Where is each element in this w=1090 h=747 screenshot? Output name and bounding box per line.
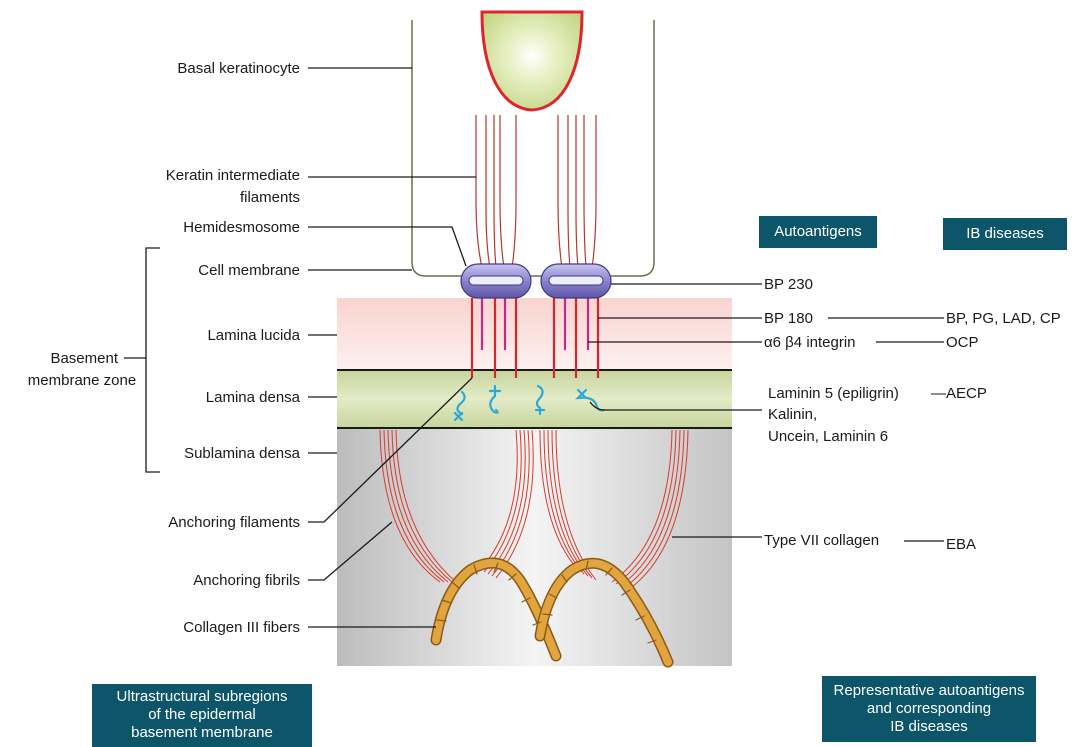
label-basement-line2: membrane zone — [28, 372, 136, 389]
caption-right-line3: IB diseases — [890, 718, 968, 736]
label-basement-line1: Basement — [50, 350, 118, 367]
autoantigens-header: Autoantigens — [759, 216, 877, 248]
label-cell-membrane: Cell membrane — [198, 262, 300, 279]
label-laminin5: Laminin 5 (epiligrin) — [768, 385, 899, 402]
label-bp-group: BP, PG, LAD, CP — [946, 310, 1061, 327]
label-anchoring-filaments: Anchoring filaments — [168, 514, 300, 531]
label-aecp: —AECP — [931, 385, 987, 402]
label-collagen-iii: Collagen III fibers — [183, 619, 300, 636]
lamina-lucida-layer — [337, 298, 732, 370]
lamina-densa-layer — [337, 370, 732, 428]
label-integrin: α6 β4 integrin — [764, 334, 856, 351]
label-keratin-line2: filaments — [240, 189, 300, 206]
label-sublamina-densa: Sublamina densa — [184, 445, 301, 462]
label-hemidesmosome: Hemidesmosome — [183, 219, 300, 236]
ib-diseases-header-text: IB diseases — [966, 225, 1044, 243]
label-kalinin: Kalinin, — [768, 406, 817, 423]
keratin-filaments — [476, 115, 596, 268]
hemidesmosome-left — [461, 264, 531, 298]
label-lamina-lucida: Lamina lucida — [207, 327, 300, 344]
caption-left-line1: Ultrastructural subregions — [117, 688, 288, 706]
sublamina-densa-layer — [337, 428, 732, 666]
hemidesmosome-right — [541, 264, 611, 298]
label-keratin-line1: Keratin intermediate — [166, 167, 300, 184]
ib-diseases-header: IB diseases — [943, 218, 1067, 250]
basement-zone-bracket — [124, 248, 160, 472]
autoantigens-header-text: Autoantigens — [774, 223, 862, 241]
caption-left-line3: basement membrane — [131, 724, 273, 742]
caption-left-line2: of the epidermal — [148, 706, 256, 724]
label-bp180: BP 180 — [764, 310, 813, 327]
caption-right-line1: Representative autoantigens — [834, 682, 1025, 700]
label-basal-keratinocyte: Basal keratinocyte — [177, 60, 300, 77]
label-uncein: Uncein, Laminin 6 — [768, 428, 888, 445]
label-anchoring-fibrils: Anchoring fibrils — [193, 572, 300, 589]
label-eba: EBA — [946, 536, 976, 553]
label-lamina-densa: Lamina densa — [206, 389, 301, 406]
nucleus — [482, 12, 582, 110]
label-ocp: OCP — [946, 334, 979, 351]
label-type7-collagen: Type VII collagen — [764, 532, 879, 549]
label-bp230: BP 230 — [764, 276, 813, 293]
caption-left: Ultrastructural subregions of the epider… — [92, 684, 312, 747]
caption-right: Representative autoantigens and correspo… — [822, 676, 1036, 742]
caption-right-line2: and corresponding — [867, 700, 991, 718]
